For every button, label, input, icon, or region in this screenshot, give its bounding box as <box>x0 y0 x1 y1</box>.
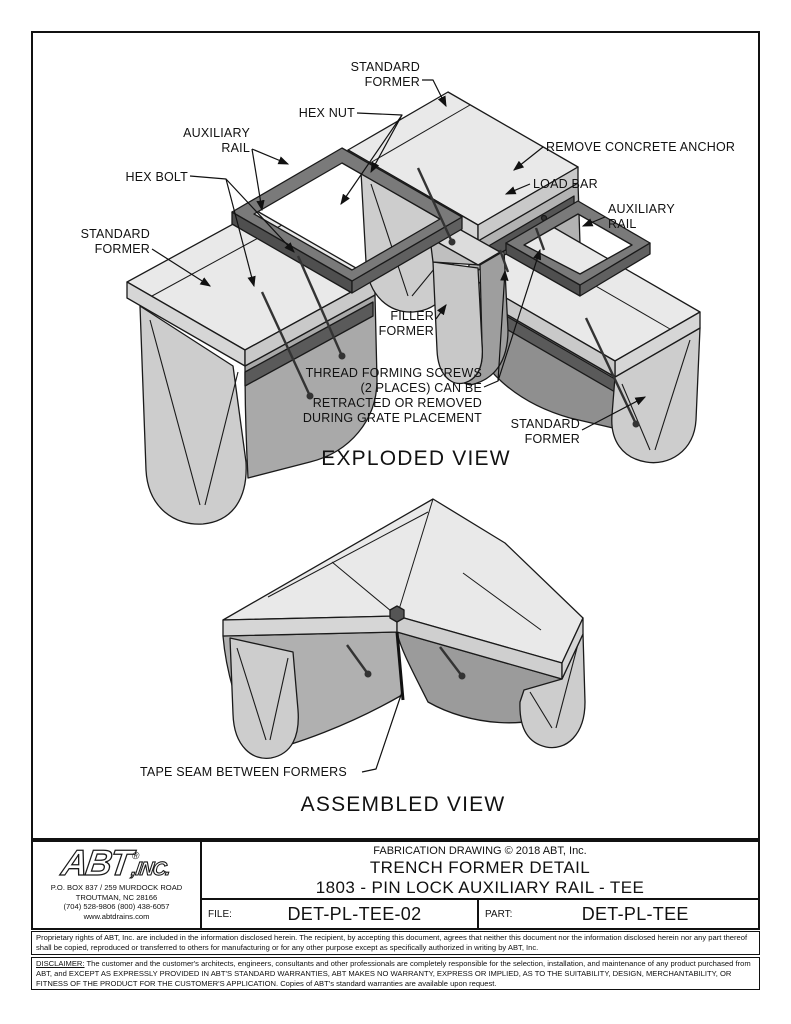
label-load-bar: LOAD BAR <box>533 177 598 191</box>
company-address: P.O. BOX 837 / 259 MURDOCK ROAD TROUTMAN… <box>51 883 183 921</box>
abt-logo: ABT ® ,INC. <box>59 841 174 883</box>
label-filler-former: FILLER FORMER <box>378 309 434 338</box>
exploded-leader-lines <box>151 79 647 431</box>
drawing-titles: FABRICATION DRAWING © 2018 ABT, Inc. TRE… <box>202 842 758 900</box>
proprietary-notice: Proprietary rights of ABT, Inc. are incl… <box>31 931 760 955</box>
exploded-view-drawing <box>126 79 701 525</box>
label-hex-bolt: HEX BOLT <box>125 170 188 184</box>
label-standard-former-left: STANDARD FORMER <box>80 227 150 256</box>
label-standard-former-top: STANDARD FORMER <box>350 60 420 89</box>
file-cell: FILE: DET-PL-TEE-02 <box>202 900 479 928</box>
drawing-type-line: FABRICATION DRAWING © 2018 ABT, Inc. <box>373 845 587 857</box>
abt-logo-inc-text: ,INC. <box>130 858 172 880</box>
address-line-2: TROUTMAN, NC 28166 <box>75 892 158 902</box>
tape-seam-line <box>395 631 405 701</box>
part-cell: PART: DET-PL-TEE <box>479 900 758 928</box>
disclaimer-label: DISCLAIMER: <box>36 959 85 968</box>
assembled-right-end-face <box>519 633 586 749</box>
part-label: PART: <box>485 908 513 920</box>
label-tape-seam: TAPE SEAM BETWEEN FORMERS <box>140 765 347 779</box>
part-number: DET-PL-TEE <box>581 903 689 924</box>
website-url: www.abtdrains.com <box>83 911 150 921</box>
label-standard-former-right: STANDARD FORMER <box>510 417 580 446</box>
abt-logo-text: ABT <box>59 841 134 883</box>
assembled-leader-lines <box>361 691 403 773</box>
proprietary-text: Proprietary rights of ABT, Inc. are incl… <box>36 933 748 952</box>
exploded-view-title: EXPLODED VIEW <box>321 447 511 470</box>
label-remove-concrete-anchor: REMOVE CONCRETE ANCHOR <box>546 140 736 154</box>
corner-pin-lock <box>389 605 405 623</box>
assembled-left-end-face <box>229 637 299 760</box>
logo-cell: ABT ® ,INC. P.O. BOX 837 / 259 MURDOCK R… <box>33 841 202 928</box>
right-auxiliary-rail-shape <box>505 200 651 297</box>
label-hex-nut: HEX NUT <box>298 106 355 120</box>
file-number: DET-PL-TEE-02 <box>287 903 422 924</box>
assembled-bolts <box>346 644 466 680</box>
assembled-view-title: ASSEMBLED VIEW <box>300 793 506 816</box>
phone-numbers: (704) 528-9806 (800) 438-6057 <box>63 902 170 911</box>
disclaimer-notice: DISCLAIMER: The customer and the custome… <box>31 957 760 990</box>
file-label: FILE: <box>208 908 232 920</box>
address-line-1: P.O. BOX 837 / 259 MURDOCK ROAD <box>50 883 183 892</box>
label-thread-forming-screws: THREAD FORMING SCREWS (2 PLACES) CAN BE … <box>302 366 482 425</box>
title-block: ABT ® ,INC. P.O. BOX 837 / 259 MURDOCK R… <box>31 840 760 930</box>
label-auxiliary-rail-left: AUXILIARY RAIL <box>183 126 250 155</box>
assembled-view-drawing <box>222 498 586 773</box>
disclaimer-text: The customer and the customer's architec… <box>36 959 751 988</box>
drawing-subtitle: 1803 - PIN LOCK AUXILIARY RAIL - TEE <box>315 878 645 897</box>
label-auxiliary-rail-right: AUXILIARY RAIL <box>608 202 675 231</box>
drawing-title: TRENCH FORMER DETAIL <box>369 858 591 877</box>
